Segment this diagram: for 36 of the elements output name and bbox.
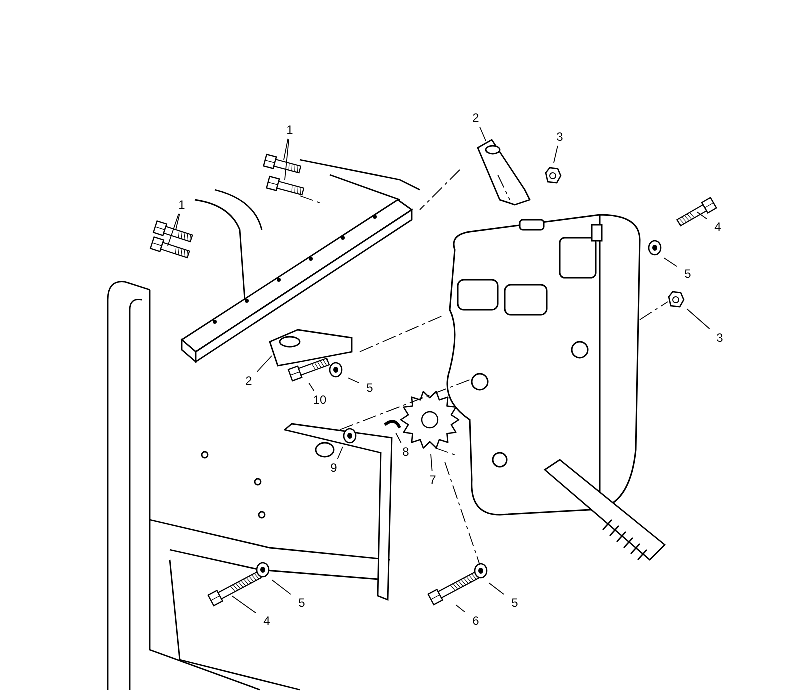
leader-line [176,214,180,230]
leader-line [284,138,289,160]
leader-line [686,308,710,330]
callout-number: 5 [366,382,374,394]
callout-number: 5 [298,597,306,609]
callout-number: 3 [556,131,564,143]
leader-line [232,596,256,614]
leader-line [430,454,433,472]
callout-number: 5 [684,268,692,280]
leader-line [337,446,344,460]
callout-number: 7 [430,474,436,486]
leader-line [488,582,504,595]
callout-number: 3 [716,332,724,344]
leader-line [284,138,290,180]
leader-line [168,214,180,246]
callout-number: 1 [286,124,294,136]
callout-number: 4 [714,221,722,233]
leader-line [348,378,360,384]
leader-line [664,258,678,268]
leader-line [456,604,466,613]
callout-number: 4 [264,615,270,627]
leader-line [696,212,708,220]
leader-line [308,382,315,392]
callout-number: 2 [246,375,252,387]
leader-line [554,146,558,164]
callout-number: 8 [402,446,410,458]
callout-number: 5 [512,597,518,609]
callout-number: 2 [472,112,480,124]
leader-line [479,126,486,142]
leader-line [396,432,402,444]
callout-number: 9 [330,462,338,474]
callout-number: 10 [313,394,327,406]
leader-line [256,356,272,372]
leader-line [272,580,292,596]
callout-number: 1 [178,199,186,211]
callout-number: 6 [472,615,480,627]
